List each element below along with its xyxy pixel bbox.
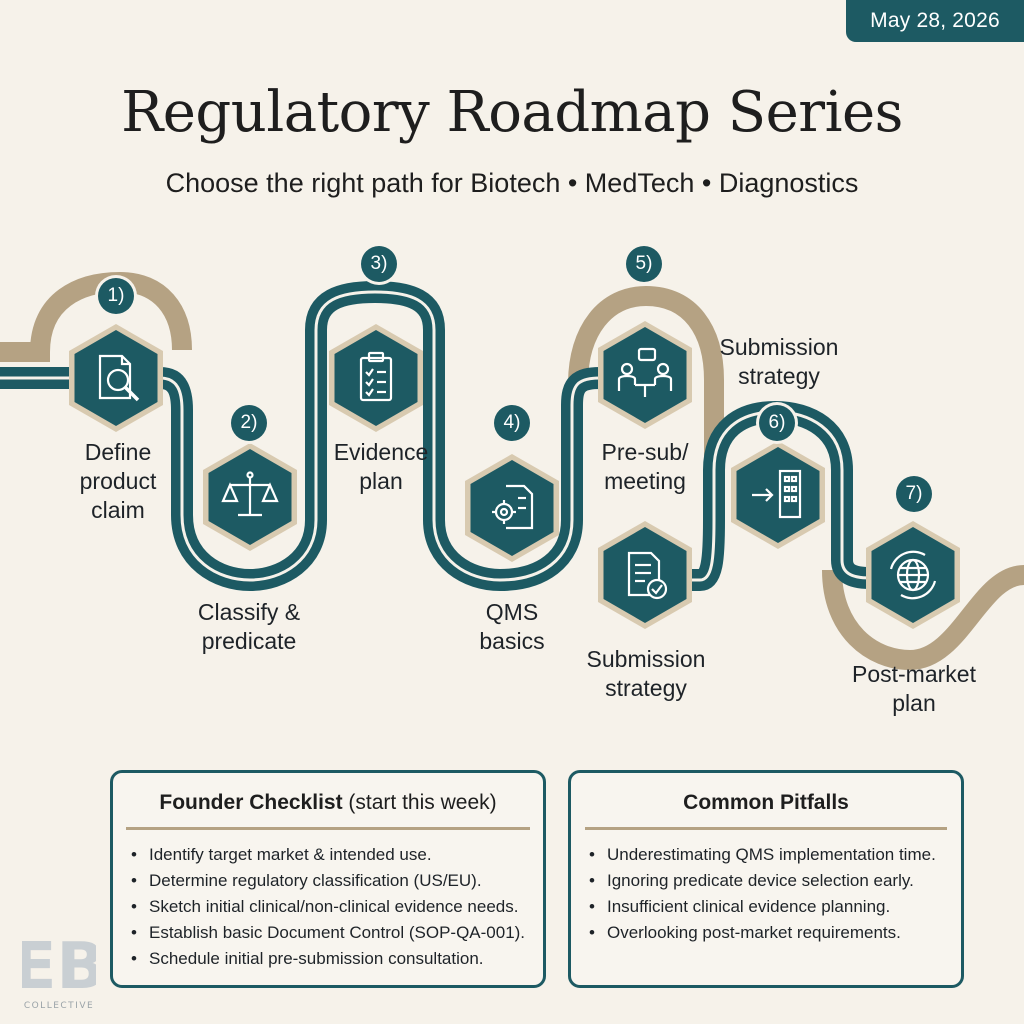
eb-collective-logo: EB COLLECTIVE bbox=[22, 930, 96, 1011]
building-arrow-icon bbox=[752, 469, 802, 519]
step-2-node bbox=[203, 443, 297, 551]
step-2-label: Classify &predicate bbox=[197, 599, 301, 654]
list-item: Identify target market & intended use. bbox=[131, 842, 543, 868]
common-pitfalls-list: Underestimating QMS implementation time.… bbox=[571, 842, 961, 946]
list-item: Determine regulatory classification (US/… bbox=[131, 868, 543, 894]
step-7-number: 7) bbox=[896, 476, 932, 512]
common-pitfalls-title: Common Pitfalls bbox=[683, 791, 849, 814]
list-item: Insufficient clinical evidence planning. bbox=[589, 894, 961, 920]
common-pitfalls-panel: Common Pitfalls Underestimating QMS impl… bbox=[568, 770, 964, 988]
document-check-icon bbox=[627, 551, 668, 600]
list-item: Sketch initial clinical/non-clinical evi… bbox=[131, 894, 543, 920]
logo-text: COLLECTIVE bbox=[24, 1001, 94, 1011]
founder-checklist-title: Founder Checklist (start this week) bbox=[159, 791, 497, 814]
list-item: Establish basic Document Control (SOP-QA… bbox=[131, 920, 543, 946]
document-gear-icon bbox=[492, 484, 534, 530]
step-3-node bbox=[329, 324, 423, 432]
page-subtitle: Choose the right path for Biotech • MedT… bbox=[165, 168, 859, 198]
step-5-label: Pre-sub/meeting bbox=[601, 439, 689, 494]
step-2-number: 2) bbox=[231, 405, 267, 441]
step-6-node bbox=[731, 441, 825, 549]
step-5-number: 5) bbox=[626, 246, 662, 282]
clipboard-checklist-icon bbox=[359, 351, 393, 402]
divider bbox=[126, 827, 530, 830]
step-1-number: 1) bbox=[98, 278, 134, 314]
balance-scale-icon bbox=[221, 471, 279, 517]
list-item: Overlooking post-market requirements. bbox=[589, 920, 961, 946]
page-title: Regulatory Roadmap Series bbox=[121, 80, 903, 145]
meeting-chat-icon bbox=[617, 347, 673, 397]
divider bbox=[585, 827, 947, 830]
step-3-number: 3) bbox=[361, 246, 397, 282]
logo-letters: EB bbox=[22, 930, 96, 1004]
step-7-node bbox=[866, 521, 960, 629]
step-4-node bbox=[465, 454, 559, 562]
date-badge: May 28, 2026 bbox=[846, 0, 1024, 42]
globe-refresh-icon bbox=[889, 550, 937, 600]
list-item: Ignoring predicate device selection earl… bbox=[589, 868, 961, 894]
step-4-number: 4) bbox=[494, 405, 530, 441]
list-item: Underestimating QMS implementation time. bbox=[589, 842, 961, 868]
founder-checklist-panel: Founder Checklist (start this week) Iden… bbox=[110, 770, 546, 988]
step-1-node bbox=[69, 324, 163, 432]
founder-checklist-list: Identify target market & intended use. D… bbox=[113, 842, 543, 972]
step-6-number: 6) bbox=[759, 405, 795, 441]
document-magnifier-icon bbox=[98, 354, 140, 402]
submission-strategy-node bbox=[598, 521, 692, 629]
list-item: Schedule initial pre-submission consulta… bbox=[131, 946, 543, 972]
step-5-node bbox=[598, 321, 692, 429]
